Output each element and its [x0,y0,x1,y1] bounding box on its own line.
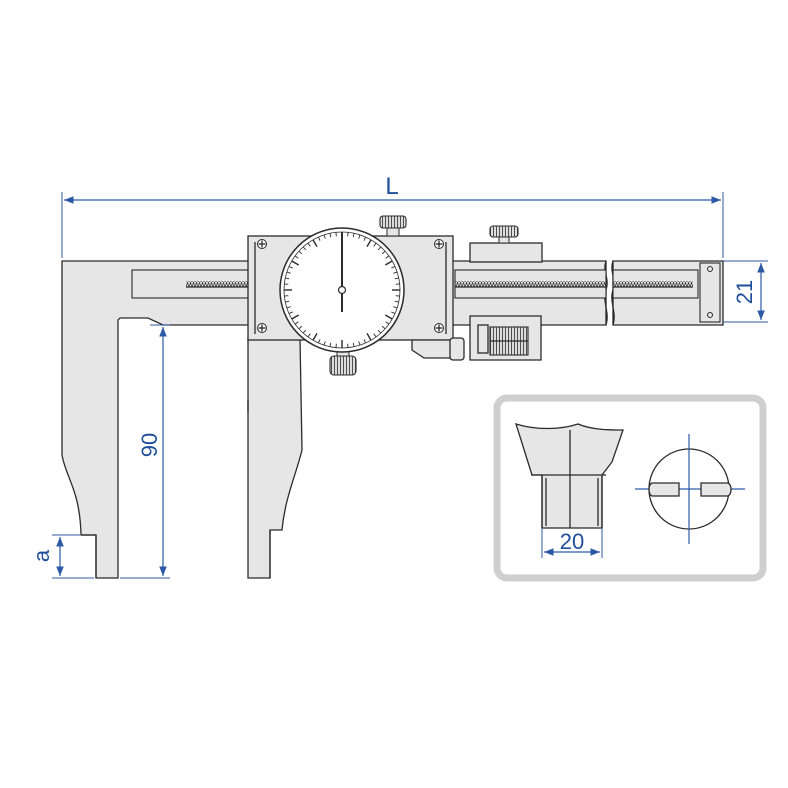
dial-tick [323,234,326,239]
dial-tick [288,311,293,315]
dial-tick [285,300,290,303]
knurled-knob-icon [379,215,407,229]
dial-tick [384,314,393,320]
dial-tick [366,239,372,248]
dial-tick [391,311,396,315]
dimension-L: L [61,173,724,258]
dial-tick [307,242,311,247]
dial-tick [312,332,318,341]
dial-tick [394,300,399,303]
dial-tick [352,233,355,238]
dial-tick [329,342,332,347]
dimension-label-a: a [29,549,54,562]
dimension-label-20: 20 [560,529,584,554]
dial-gauge [279,227,405,353]
dial-tick [294,255,299,259]
dial-tick [363,236,367,241]
dial-tick [285,277,290,280]
dial-tick [363,339,367,344]
dial-tick [294,321,299,325]
dial-tick [358,341,361,346]
screw-icon [434,239,444,249]
dial-tick [317,339,321,344]
dial-tick [381,325,386,330]
fine-adjustment-carriage [469,225,543,361]
dial-tick [393,271,398,274]
dial-tick [366,332,372,341]
dial-tick [394,277,399,280]
dimension-jaw-depth: 90 [120,324,170,579]
dimension-label-90: 90 [137,433,162,457]
dial-tick [352,342,355,347]
dial-tick [323,341,326,346]
screw-icon [257,323,267,333]
dimension-beam-height: 21 [723,260,768,323]
knurled-knob-icon [329,355,357,376]
dial-tick [329,233,332,238]
dial-tick [373,333,377,338]
detail-inset: 20 [493,394,767,582]
dial-tick [393,306,398,309]
dial-tick [377,329,382,334]
dial-tick [385,255,390,259]
dial-tick [381,250,386,255]
dial-tick [302,246,307,251]
dial-tick [298,325,303,330]
dial-tick [312,239,318,248]
dial-tick-marks [284,232,400,348]
dimension-label-21: 21 [732,280,757,304]
screw-icon [257,239,267,249]
dimension-label-L: L [385,173,398,200]
dial-tick [358,234,361,239]
dial-tick [291,314,300,320]
knurled-knob-icon [489,225,519,238]
dial-tick [385,321,390,325]
sliding-jaw [247,337,303,579]
dimension-tip-height: a [29,534,94,579]
dial-tick [302,329,307,334]
dial-tick [377,246,382,251]
dial-tick [298,250,303,255]
dial-tick [307,333,311,338]
dial-tick [286,306,291,309]
dial-tick [391,265,396,269]
dial-tick [288,265,293,269]
dial-tick [384,260,393,266]
dial-tick [317,236,321,241]
section-view [635,434,745,544]
dial-tick [291,260,300,266]
dial-tick [373,242,377,247]
dial-tick [286,271,291,274]
screw-icon [434,323,444,333]
